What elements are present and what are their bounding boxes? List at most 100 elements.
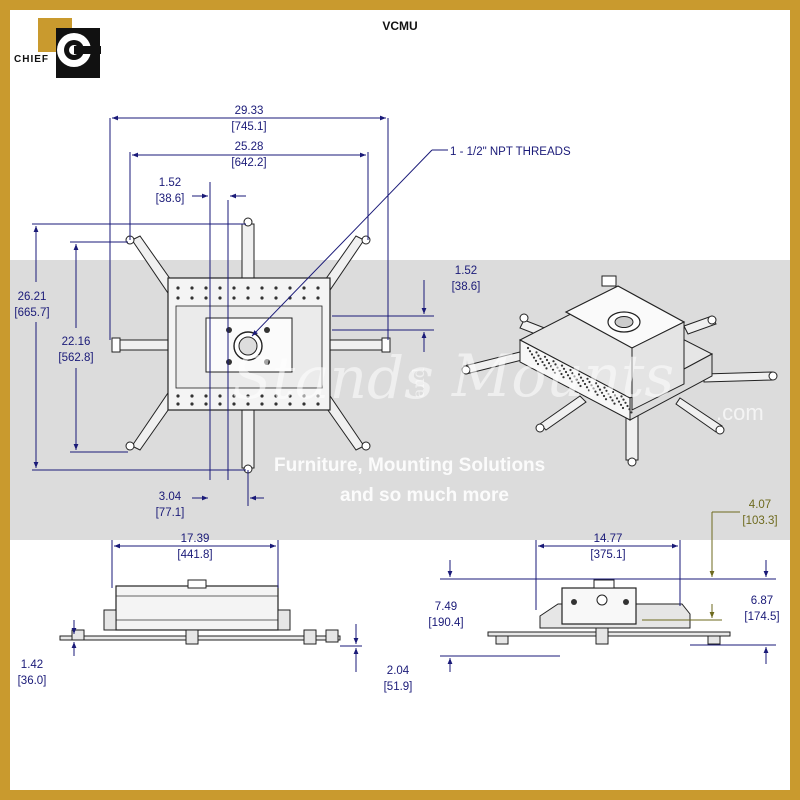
iso-plate-hole [621,406,625,410]
iso-plate-hole [611,399,614,402]
dim-hole-span-height-in: 22.16 [62,336,91,348]
plate-hole [190,296,194,300]
plate-hole [204,402,208,406]
plate-hole [260,402,264,406]
iso-plate-hole [598,388,602,391]
dim-side-lower-height-mm: [174.5] [744,611,779,623]
watermark-script-and: and [409,368,428,398]
iso-plate-hole [553,371,557,374]
plate-hole [274,394,278,398]
iso-plate-hole [568,377,572,380]
plate-hole [218,402,222,406]
plate-hole [218,394,222,398]
plate-hole [176,402,180,406]
iso-plate-hole [543,364,546,367]
iso-plate-hole [577,373,581,376]
iso-plate-hole [624,401,627,404]
iso-plate-hole [590,384,593,387]
plate-hole [302,394,306,398]
dim-hole-span-width-in: 25.28 [235,141,264,153]
plate-hole [246,402,250,406]
iso-plate-hole [630,411,633,414]
iso-plate-hole [552,360,555,363]
iso-plate-hole [541,360,544,364]
iso-plate-hole [564,370,568,374]
plate-hole [274,402,278,406]
iso-plate-hole [613,402,616,405]
iso-plate-hole [545,358,549,362]
plate-hole [190,402,194,406]
dim-front-base-mm: [36.0] [18,675,47,687]
iso-plate-hole [604,398,608,401]
dim-overall-width-mm: [745.1] [231,121,266,133]
plate-hole [176,394,180,398]
plate-hole [316,286,320,290]
front-view-dimensions: 17.39 [441.8] 1.42 [36.0] 2.04 [51.9] [18,533,413,693]
iso-plate-hole [620,395,623,398]
dim-side-adjust-in: 4.07 [749,499,771,511]
plate-hole [190,394,194,398]
iso-plate-hole [569,368,572,372]
iso-plate-hole [611,390,615,394]
iso-plate-hole [596,385,600,388]
iso-plate-hole [570,380,574,383]
plate-hole [218,286,222,290]
iso-plate-hole [585,386,589,389]
watermark: Stands and Mounts .com Furniture, Mounti… [232,342,764,506]
iso-plate-hole [583,382,587,386]
isometric-view-mount [461,275,778,467]
iso-plate-hole [619,403,623,406]
side-view-dimensions: 14.77 [375.1] 7.49 [190.4] 6.87 [174.5] … [428,499,780,672]
dim-front-foot-in: 2.04 [387,665,410,677]
dim-front-width-mm: [441.8] [177,549,212,561]
plate-hole [316,394,320,398]
plate-hole [204,296,208,300]
watermark-line2: and so much more [340,485,509,506]
plate-hole [218,296,222,300]
drawing-title: VCMU [382,19,417,33]
iso-plate-hole [605,389,608,392]
iso-plate-hole [594,390,597,393]
iso-plate-hole [539,357,542,360]
plate-hole [302,402,306,406]
top-view-mount [111,217,391,474]
iso-plate-hole [577,381,580,384]
plate-hole [260,296,264,300]
iso-plate-hole [534,359,538,362]
dim-top-offset-mm: [38.6] [156,193,185,205]
iso-plate-hole [551,368,555,371]
front-view-mount [59,579,341,645]
watermark-line1: Furniture, Mounting Solutions [274,455,545,476]
iso-plate-hole [607,392,610,396]
dim-front-base-in: 1.42 [21,659,43,671]
iso-plate-hole [617,400,621,403]
iso-plate-hole [545,367,548,370]
iso-plate-hole [592,387,595,390]
plate-hole [176,296,180,300]
dim-overall-width-in: 29.33 [235,105,264,117]
watermark-script-left: Stands [232,344,434,412]
dim-side-height-mm: [190.4] [428,617,463,629]
iso-plate-hole [530,353,534,356]
dim-top-offset-in: 1.52 [159,177,181,189]
plate-hole [246,286,250,290]
dim-right-offset-in: 1.52 [455,265,477,277]
iso-plate-hole [528,350,532,353]
plate-hole [316,402,320,406]
dim-bottom-offset-in: 3.04 [159,491,182,503]
plate-hole [274,296,278,300]
iso-plate-hole [536,362,540,366]
iso-plate-hole [532,356,536,359]
dim-bottom-offset-mm: [77.1] [156,507,185,519]
iso-plate-hole [613,394,617,397]
iso-plate-hole [579,384,582,388]
plate-hole [260,394,264,398]
iso-plate-hole [587,389,591,392]
dim-side-width-in: 14.77 [594,533,623,545]
iso-plate-hole [575,378,578,381]
dim-right-offset-mm: [38.6] [452,281,481,293]
iso-plate-hole [626,404,629,408]
iso-plate-hole [562,367,566,370]
iso-plate-hole [602,394,606,398]
